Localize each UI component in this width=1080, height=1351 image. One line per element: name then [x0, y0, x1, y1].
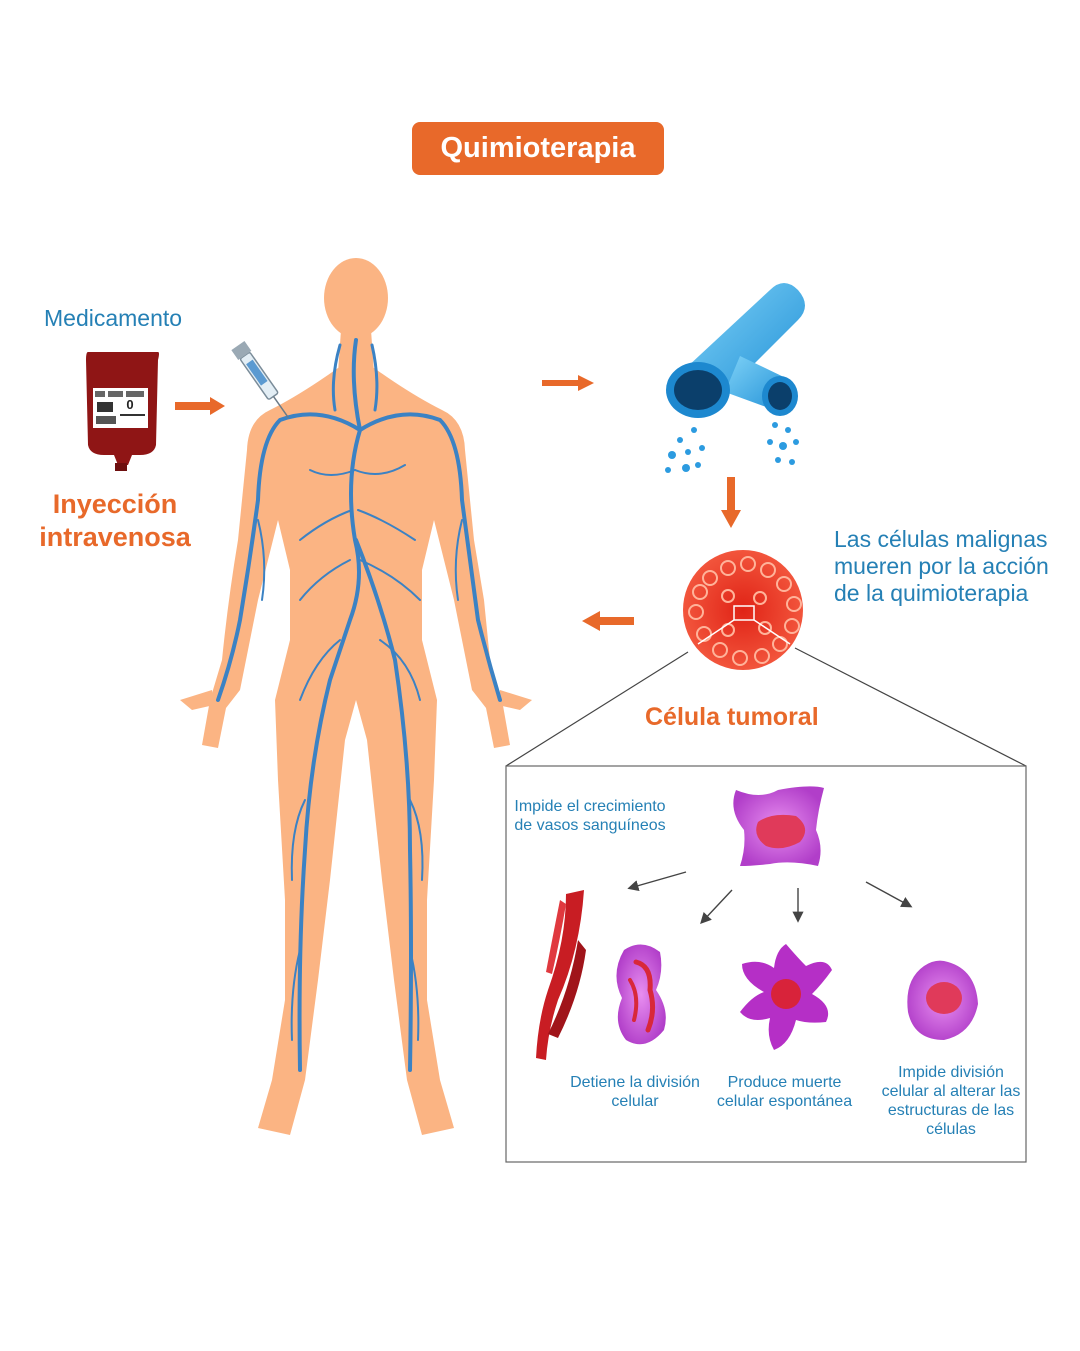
arrow-bag-to-body [175, 397, 225, 415]
cell-icon-dividing [616, 944, 666, 1045]
page-title: Quimioterapia [412, 122, 664, 175]
zoom-callout [505, 647, 1027, 1163]
arrow-pipes-to-tumor [721, 477, 741, 528]
veins [216, 338, 502, 1072]
syringe-icon [231, 341, 289, 419]
cells-die-label: Las células malignas mueren por la acció… [834, 526, 1049, 606]
arrow-body-to-pipes [542, 375, 594, 391]
flow-arrows [175, 375, 741, 631]
water-drops [665, 422, 799, 473]
arrow-tumor-to-body [582, 611, 634, 631]
effect-label: Produce muerte celular espontánea [716, 1074, 853, 1110]
tumor-icon [683, 550, 803, 670]
pipe-icon [666, 283, 805, 418]
cell-icon-round [907, 960, 978, 1040]
effect-arrows [627, 871, 913, 925]
cell-icon-star [740, 944, 832, 1050]
medicamento-label: Medicamento [44, 305, 183, 331]
blood-bag-text: 0 [126, 397, 133, 412]
cell-icon-center [733, 786, 824, 866]
inyeccion-label: Inyección intravenosa [39, 489, 191, 552]
body-figure [180, 258, 532, 1135]
tumor-cell-label: Célula tumoral [645, 703, 819, 731]
effect-label: Impide división celular al alterar las e… [881, 1064, 1021, 1138]
vessel-icon [536, 890, 586, 1060]
effect-label: Detiene la división celular [570, 1074, 700, 1110]
blood-bag-icon: 0 [86, 352, 159, 471]
effect-label: Impide el crecimiento de vasos sanguíneo… [514, 798, 666, 834]
vein-branches [257, 464, 463, 1041]
